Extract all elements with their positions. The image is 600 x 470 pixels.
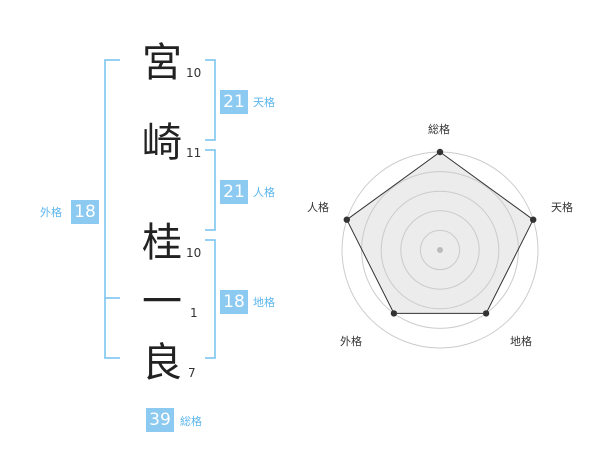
radar-point-1 xyxy=(436,148,444,156)
radar-grid-ring xyxy=(419,229,461,271)
soukaku-value-badge: 39 xyxy=(146,408,174,432)
jinkaku-label: 人格 xyxy=(253,186,275,199)
name-char-2: 崎 xyxy=(142,120,182,166)
radar-point-5 xyxy=(343,216,350,223)
radar-grid-ring xyxy=(400,210,480,290)
name-char-5: 良 xyxy=(142,340,182,386)
radar-axis-label-jinkaku: 人格 xyxy=(307,201,329,214)
gaikaku-bracket xyxy=(104,59,120,359)
chikaku-label: 地格 xyxy=(253,296,275,309)
radar-axis-label-chikaku: 地格 xyxy=(510,335,532,348)
radar-axis-label-soukaku: 総格 xyxy=(428,123,450,136)
radar-grid-ring xyxy=(380,190,500,310)
radar-axis-label-tenkaku: 天格 xyxy=(551,201,573,214)
name-char-1: 宮 xyxy=(142,40,182,86)
stroke-count-1: 10 xyxy=(186,66,202,80)
name-char-4: 一 xyxy=(142,279,182,325)
stroke-count-5: 7 xyxy=(188,366,196,380)
name-char-3: 桂 xyxy=(142,220,182,266)
chikaku-bracket xyxy=(205,239,216,359)
tenkaku-value-badge: 21 xyxy=(220,90,248,114)
stroke-count-2: 11 xyxy=(186,146,202,160)
radar-center-dot xyxy=(437,247,443,253)
stroke-count-3: 10 xyxy=(186,246,202,260)
jinkaku-value-badge: 21 xyxy=(220,180,248,204)
stroke-count-4: 1 xyxy=(190,306,198,320)
soukaku-label: 総格 xyxy=(180,415,202,428)
gaikaku-label: 外格 xyxy=(40,206,62,219)
gaikaku-value-badge: 18 xyxy=(71,200,99,224)
chikaku-value-badge: 18 xyxy=(220,290,248,314)
radar-point-2 xyxy=(530,216,537,223)
radar-point-3 xyxy=(482,310,490,317)
radar-series-polygon xyxy=(346,151,534,314)
radar-point-4 xyxy=(390,310,398,317)
jinkaku-bracket xyxy=(205,149,216,231)
tenkaku-bracket xyxy=(205,59,216,141)
radar-axis-label-gaikaku: 外格 xyxy=(340,335,362,348)
tenkaku-label: 天格 xyxy=(253,96,275,109)
